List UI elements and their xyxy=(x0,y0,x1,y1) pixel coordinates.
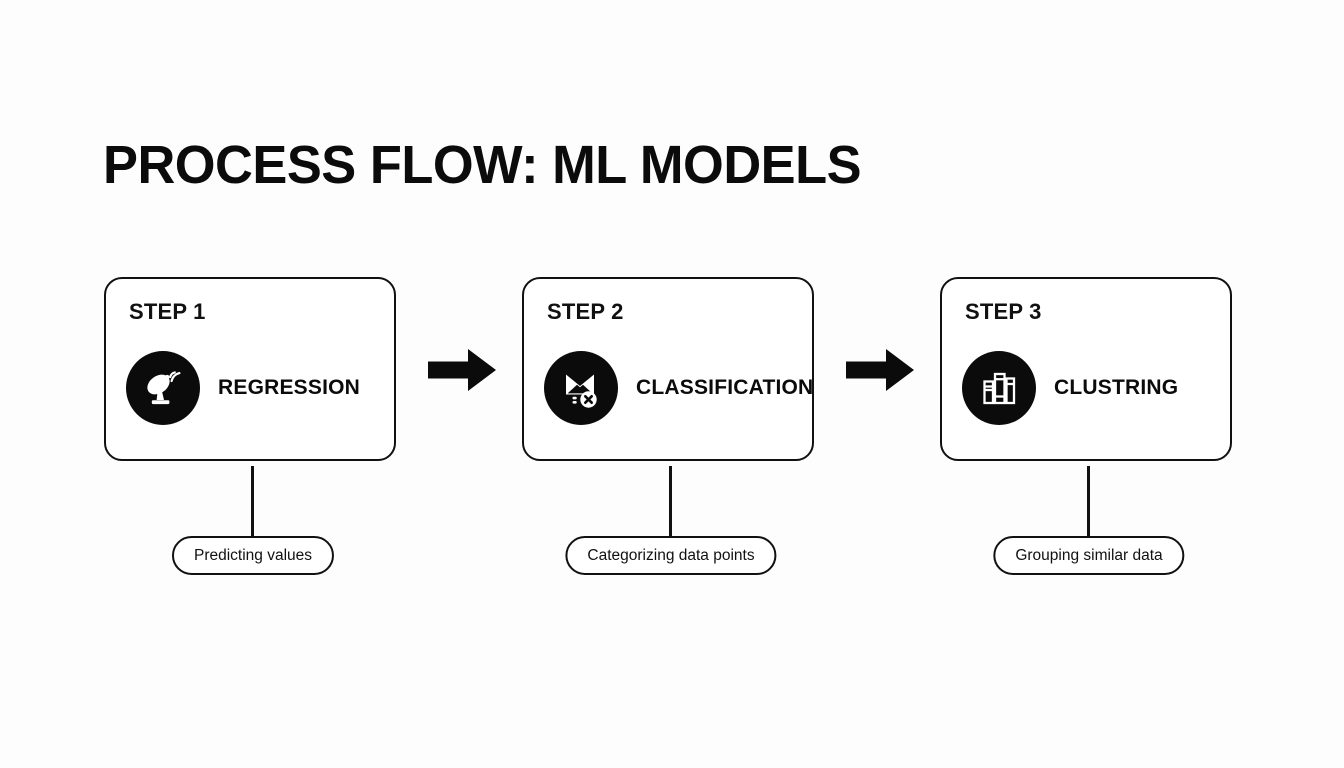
step-2-title: CLASSIFICATION xyxy=(636,376,814,399)
caption-pill-3-label: Grouping similar data xyxy=(1015,546,1163,564)
step-card-3[interactable]: STEP 3 xyxy=(940,277,1232,461)
satellite-dish-icon xyxy=(126,351,200,425)
caption-pill-1[interactable]: Predicting values xyxy=(171,536,335,575)
caption-pill-3[interactable]: Grouping similar data xyxy=(993,536,1185,575)
step-2-body: CLASSIFICATION xyxy=(544,351,813,425)
step-3-label: STEP 3 xyxy=(965,299,1042,324)
arrow-right-icon-1 xyxy=(428,347,496,393)
process-flow-row: STEP 1 xyxy=(0,277,1344,467)
connector-line-1 xyxy=(251,466,254,536)
connector-line-2 xyxy=(669,466,672,536)
arrow-right-icon-2 xyxy=(846,347,914,393)
books-icon xyxy=(962,351,1036,425)
step-1-label: STEP 1 xyxy=(129,299,206,324)
step-1-title: REGRESSION xyxy=(218,376,361,399)
email-filter-icon xyxy=(544,351,618,425)
caption-pill-2-label: Categorizing data points xyxy=(587,546,755,564)
connector-line-3 xyxy=(1087,466,1090,536)
step-3-title: CLUSTRING xyxy=(1054,376,1179,399)
step-3-body: CLUSTRING xyxy=(962,351,1178,425)
step-1-body: REGRESSION xyxy=(126,351,360,425)
caption-pill-1-label: Predicting values xyxy=(193,546,313,564)
caption-pill-2[interactable]: Categorizing data points xyxy=(565,536,777,575)
step-card-2[interactable]: STEP 2 xyxy=(522,277,814,461)
step-card-1[interactable]: STEP 1 xyxy=(104,277,396,461)
page-title: PROCESS FLOW: ML MODELS xyxy=(103,135,862,195)
step-2-label: STEP 2 xyxy=(547,299,624,324)
